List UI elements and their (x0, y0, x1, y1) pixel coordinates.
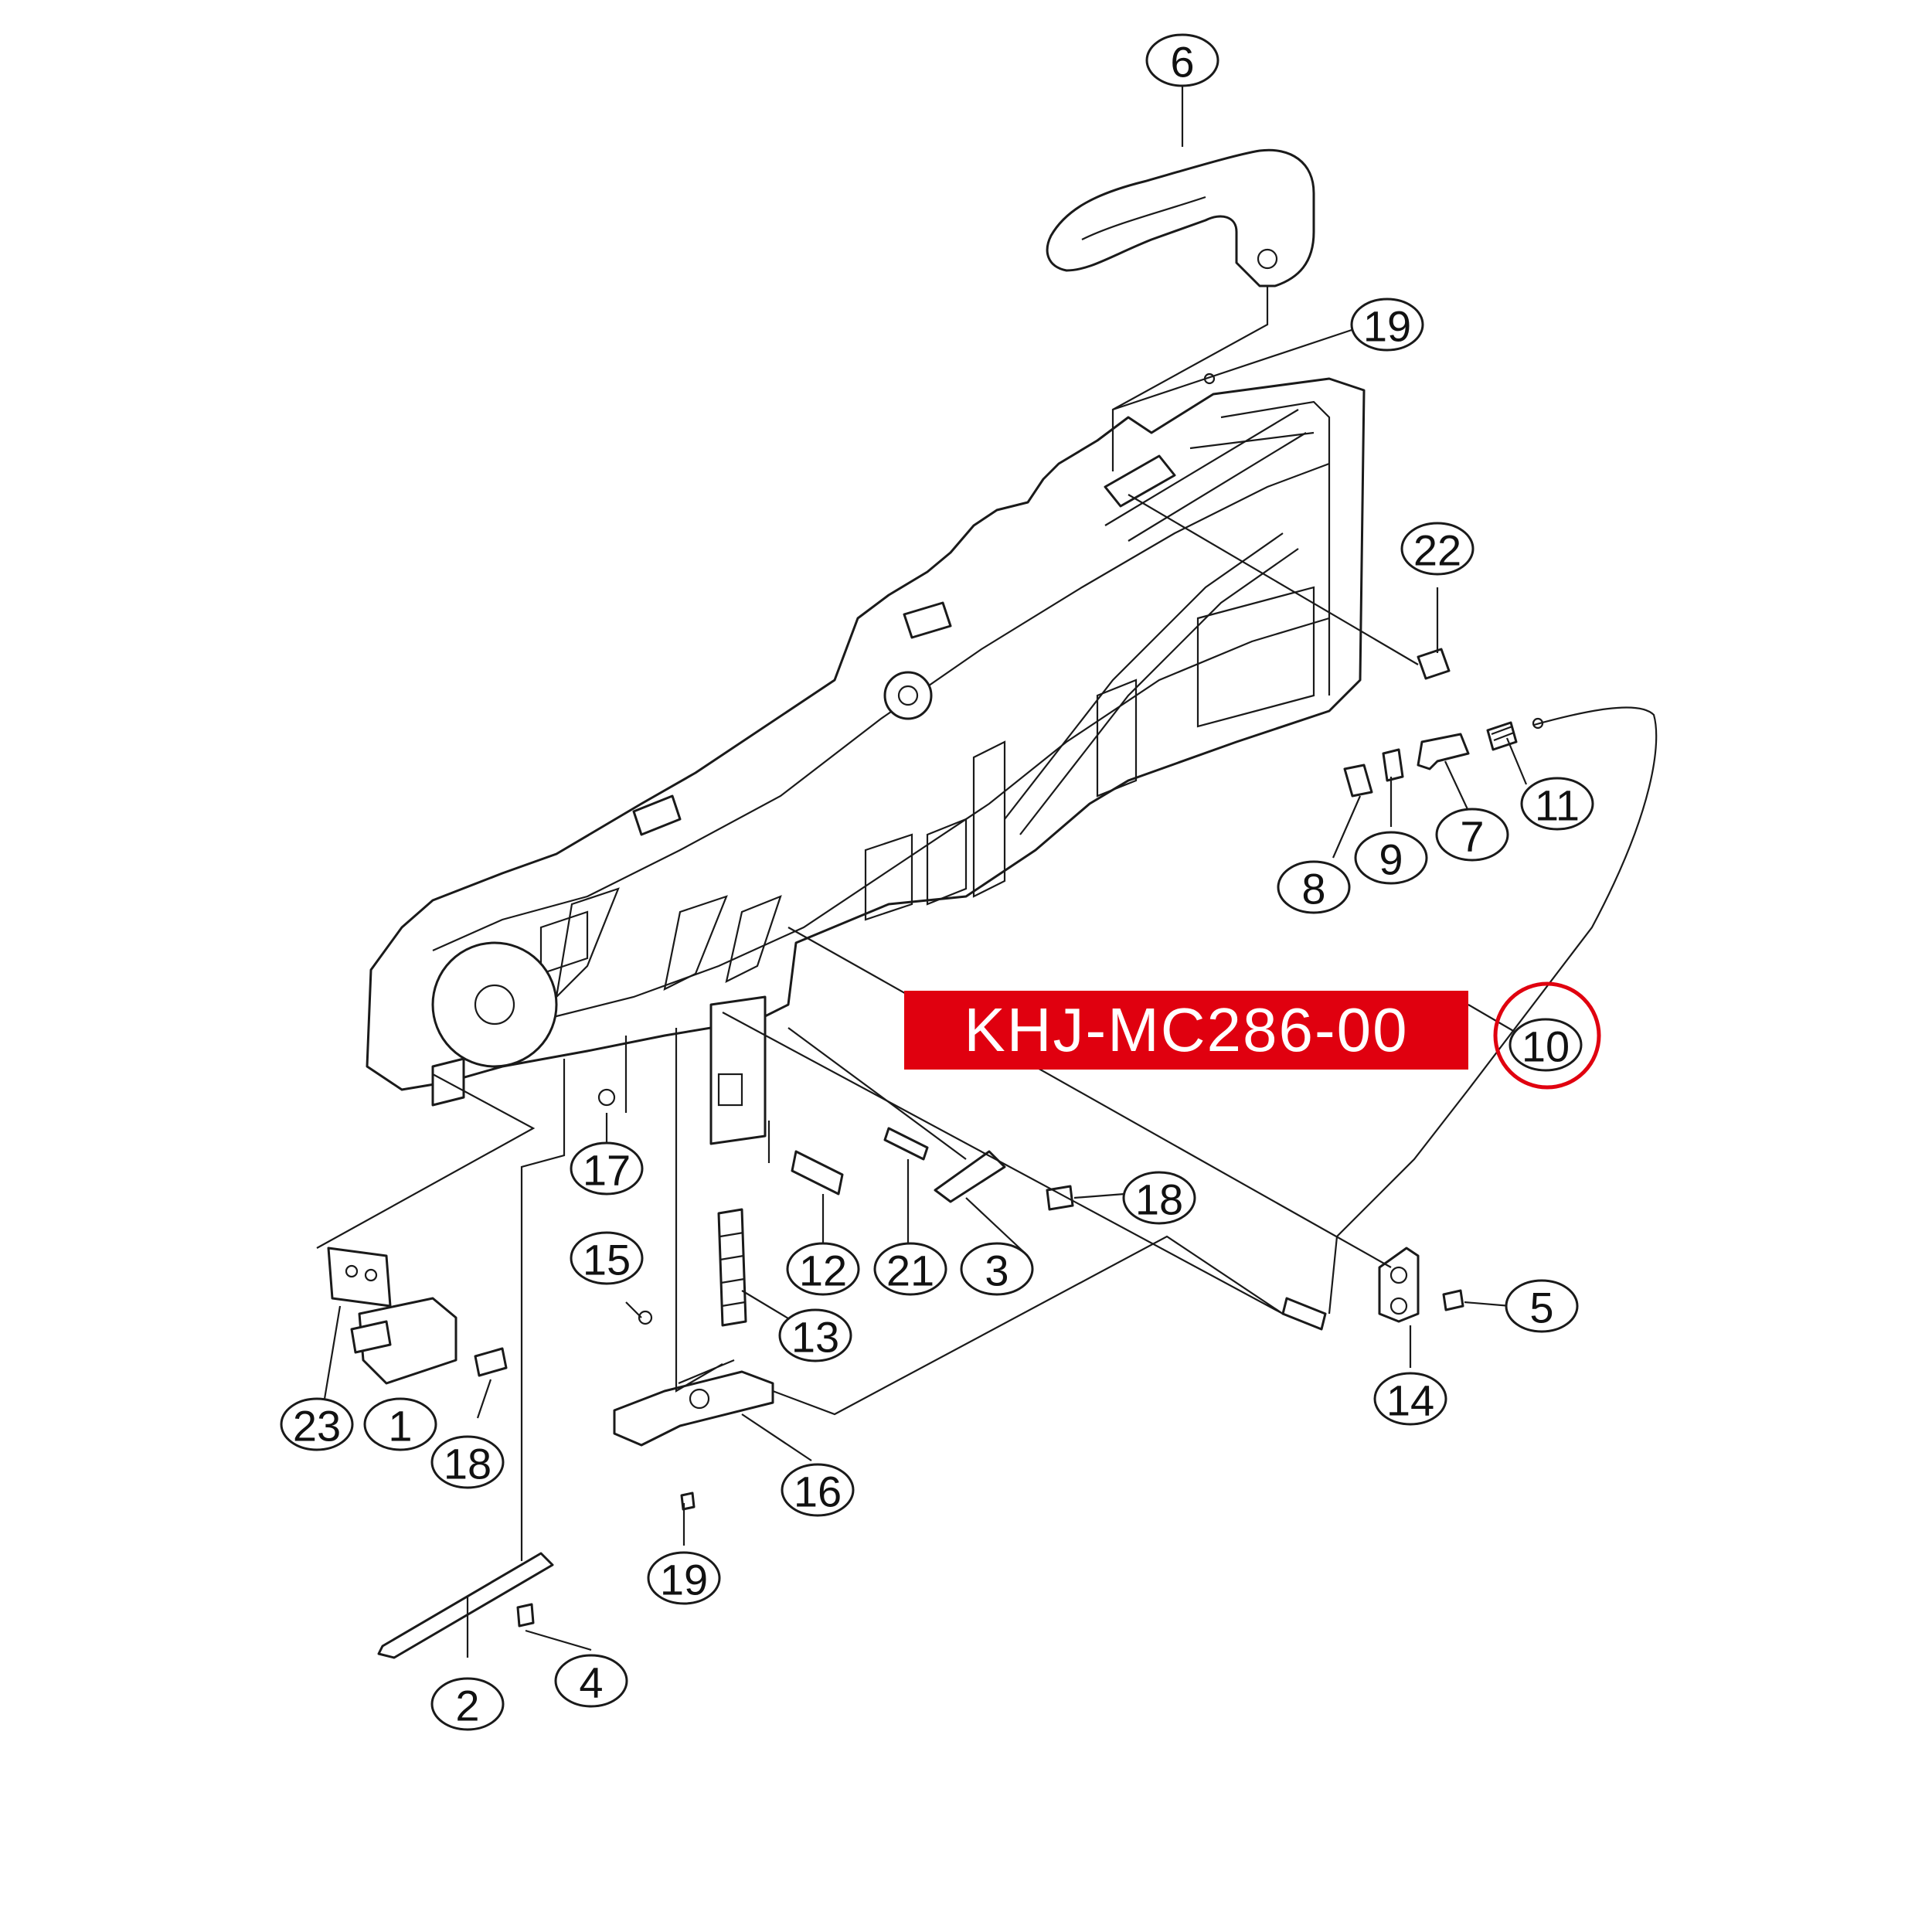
highlight-ring-callout-10 (1493, 981, 1601, 1090)
callout-3: 3 (960, 1242, 1034, 1296)
svg-text:13: 13 (791, 1313, 839, 1362)
guide-rail-part-2 (377, 1552, 554, 1659)
pin-part-12 (791, 1150, 844, 1196)
callout-18-right: 18 (1122, 1171, 1196, 1225)
svg-text:22: 22 (1413, 526, 1461, 575)
callout-15: 15 (570, 1231, 644, 1285)
callout-21: 21 (873, 1242, 947, 1296)
callout-9: 9 (1354, 831, 1428, 885)
pin-part-long (1281, 1297, 1327, 1331)
spring-part-13 (717, 1208, 747, 1327)
callout-12: 12 (786, 1242, 860, 1296)
callout-23: 23 (280, 1397, 354, 1451)
clip-part-8 (1343, 764, 1373, 798)
callout-14: 14 (1373, 1372, 1447, 1426)
leader-lines (316, 85, 1528, 1658)
svg-text:14: 14 (1386, 1376, 1434, 1425)
pin-part-22 (1417, 648, 1451, 680)
screw-part-4 (516, 1603, 535, 1628)
callout-10: 10 (1509, 1018, 1583, 1072)
plate-part-23 (327, 1247, 392, 1308)
svg-text:10: 10 (1522, 1022, 1570, 1071)
svg-text:16: 16 (794, 1468, 842, 1516)
svg-text:5: 5 (1529, 1284, 1553, 1332)
ring-part-15 (638, 1310, 653, 1325)
svg-text:21: 21 (886, 1247, 934, 1295)
callout-5: 5 (1505, 1279, 1579, 1333)
screw-part-5 (1442, 1289, 1464, 1311)
svg-text:9: 9 (1379, 835, 1403, 884)
part-number-banner: KHJ-MC286-00 (904, 991, 1468, 1070)
svg-text:12: 12 (799, 1247, 847, 1295)
callout-16: 16 (781, 1463, 855, 1517)
bracket-part-14 (1378, 1247, 1420, 1323)
svg-text:19: 19 (660, 1556, 708, 1604)
callout-2: 2 (430, 1677, 505, 1731)
callout-22: 22 (1400, 522, 1475, 576)
svg-text:17: 17 (583, 1146, 631, 1195)
clip-part-9 (1382, 748, 1404, 782)
callout-19-top: 19 (1350, 298, 1424, 352)
callout-1: 1 (363, 1397, 437, 1451)
svg-text:8: 8 (1301, 865, 1325, 913)
svg-text:18: 18 (444, 1440, 492, 1488)
callout-6: 6 (1145, 33, 1219, 87)
callout-19-bottom: 19 (647, 1551, 721, 1605)
callout-7: 7 (1435, 808, 1509, 862)
screw-part-18-right (1046, 1185, 1074, 1211)
spring-part-11 (1486, 721, 1518, 751)
handle-part (1046, 148, 1315, 287)
svg-text:6: 6 (1170, 38, 1194, 87)
svg-text:23: 23 (293, 1402, 341, 1451)
svg-text:18: 18 (1135, 1175, 1183, 1224)
svg-text:3: 3 (985, 1247, 1009, 1295)
guide-plate-part-3 (934, 1150, 1006, 1203)
svg-text:2: 2 (455, 1682, 479, 1730)
svg-text:11: 11 (1535, 781, 1580, 830)
ring-part-17 (597, 1088, 616, 1107)
callout-11: 11 (1520, 777, 1594, 831)
svg-text:1: 1 (388, 1402, 412, 1451)
latch-part-16 (613, 1370, 774, 1447)
callout-4: 4 (554, 1654, 628, 1708)
callout-13: 13 (778, 1308, 852, 1362)
block-part-1 (350, 1297, 457, 1385)
callout-8: 8 (1277, 860, 1351, 914)
screw-part-18-left (474, 1347, 508, 1377)
callout-17: 17 (570, 1141, 644, 1196)
svg-text:19: 19 (1363, 302, 1411, 351)
svg-text:4: 4 (579, 1658, 603, 1707)
feeder-main-frame (366, 377, 1366, 1145)
svg-text:15: 15 (583, 1236, 631, 1284)
lever-part-7 (1417, 733, 1470, 770)
callout-18-left: 18 (430, 1435, 505, 1489)
rod-part-10 (1328, 706, 1658, 1315)
pin-part-21 (883, 1127, 929, 1161)
svg-text:7: 7 (1460, 812, 1484, 861)
